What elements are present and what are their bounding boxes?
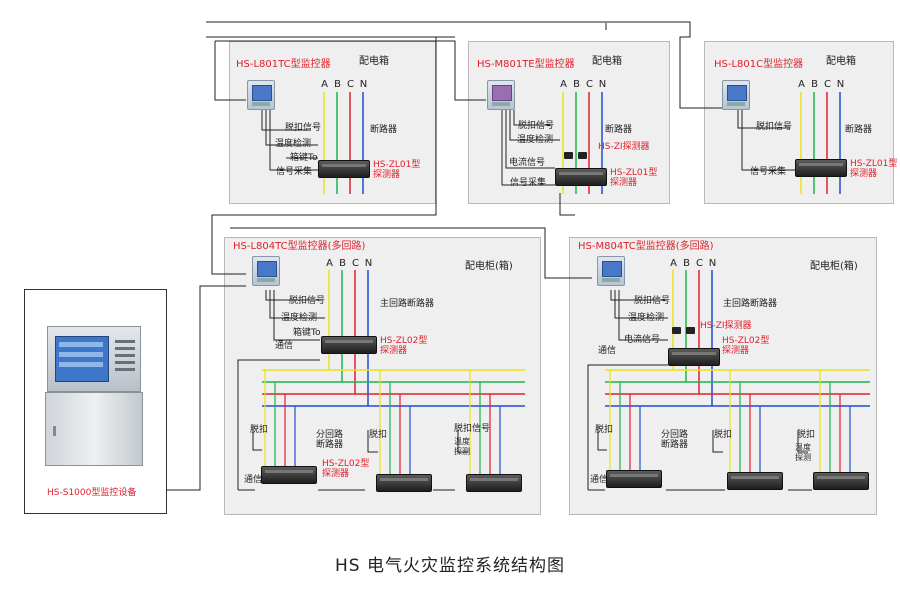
cabinet-panel-3 [704, 41, 894, 204]
box5-sub-trip-2: 脱扣 [714, 430, 733, 440]
box5-sub-comm: 通信 [590, 475, 609, 485]
box4-detector-label: HS-ZL02型 探测器 [380, 336, 428, 356]
box4-monitor-label: HS-L804TC型监控器(多回路) [233, 241, 366, 252]
box4-monitor-icon [252, 256, 280, 286]
box5-monitor-label: HS-M804TC型监控器(多回路) [578, 241, 714, 252]
box5-monitor-icon [597, 256, 625, 286]
box1-probe: 箱键To [290, 153, 318, 163]
station-label: HS-S1000型监控设备 [47, 488, 137, 498]
box5-sub-trip-3: 脱扣 [797, 430, 816, 440]
box1-cabinet-label: 配电箱 [359, 56, 389, 67]
box4-cabinet-label: 配电柜(箱) [465, 261, 513, 272]
box4-detector-icon [321, 336, 377, 354]
box4-sub-detector-icon-2 [376, 474, 432, 492]
box5-temp-detect: 温度检测 [628, 313, 665, 323]
box2-trip-signal: 脱扣信号 [518, 121, 555, 131]
box5-sub-detector-icon-1 [606, 470, 662, 488]
box3-monitor-label: HS-L801C型监控器 [714, 59, 804, 70]
box3-breaker: 断路器 [845, 125, 873, 135]
box2-temp-detect: 温度检测 [517, 135, 554, 145]
box4-probe: 箱键To [293, 328, 321, 338]
box5-sub-breaker: 分回路 断路器 [661, 430, 689, 450]
box4-sub-detector-icon-3 [466, 474, 522, 492]
box2-breaker: 断路器 [605, 125, 633, 135]
box4-temp-detect: 温度检测 [281, 313, 318, 323]
box2-collect: 信号采集 [510, 178, 547, 188]
box3-detector-icon [795, 159, 847, 177]
box5-comm: 通信 [598, 346, 617, 356]
box4-sub-comm: 通信 [244, 475, 263, 485]
box1-detector-icon [318, 160, 370, 178]
box5-sub-detector-icon-2 [727, 472, 783, 490]
box5-ct-icon [672, 327, 681, 334]
box5-detector-label: HS-ZL02型 探测器 [722, 336, 770, 356]
box2-detector-icon [555, 168, 607, 186]
box4-sub-detector-icon-1 [261, 466, 317, 484]
box5-zi-label: HS-ZI探测器 [700, 321, 752, 331]
box3-monitor-icon [722, 80, 750, 110]
box2-monitor-label: HS-M801TE型监控器 [477, 59, 575, 70]
box2-current-signal: 电流信号 [509, 158, 546, 168]
box3-trip-signal: 脱扣信号 [756, 122, 793, 132]
box4-main-breaker: 主回路断路器 [380, 299, 435, 309]
box1-monitor-label: HS-L801TC型监控器 [236, 59, 331, 70]
box2-monitor-icon [487, 80, 515, 110]
box4-sub-temp: 温度 探测 [454, 437, 470, 456]
box4-sub-breaker: 分回路 断路器 [316, 430, 344, 450]
box1-breaker: 断路器 [370, 125, 398, 135]
box4-trip-signal: 脱扣信号 [289, 296, 326, 306]
box2-detector-label: HS-ZL01型 探测器 [610, 168, 658, 188]
box2-cabinet-label: 配电箱 [592, 56, 622, 67]
box4-sub-trip-3: 脱扣信号 [454, 424, 491, 434]
box4-sub-trip-2: 脱扣 [369, 430, 388, 440]
box5-trip-signal: 脱扣信号 [634, 296, 671, 306]
box5-sub-detector-icon-3 [813, 472, 869, 490]
station-console-icon [45, 326, 143, 466]
diagram-title: HS 电气火灾监控系统结构图 [335, 556, 565, 576]
box5-main-breaker: 主回路断路器 [723, 299, 778, 309]
box3-collect: 信号采集 [750, 167, 787, 177]
box5-sub-temp: 温度 探测 [795, 443, 811, 462]
box4-sub-detector-label: HS-ZL02型 探测器 [322, 459, 370, 479]
box1-monitor-icon [247, 80, 275, 110]
box5-detector-icon [668, 348, 720, 366]
box2-ct-icon-2 [578, 152, 587, 159]
box5-ct-icon-2 [686, 327, 695, 334]
box4-sub-trip: 脱扣 [250, 425, 269, 435]
box2-zi-label: HS-ZI探测器 [598, 142, 650, 152]
box1-detector-label: HS-ZL01型 探测器 [373, 160, 421, 180]
box5-cabinet-label: 配电柜(箱) [810, 261, 858, 272]
box1-collect: 信号采集 [276, 167, 313, 177]
box3-cabinet-label: 配电箱 [826, 56, 856, 67]
box5-sub-trip: 脱扣 [595, 425, 614, 435]
box4-comm: 通信 [275, 341, 294, 351]
box1-temp-detect: 温度检测 [275, 139, 312, 149]
box5-current-signal: 电流信号 [624, 335, 661, 345]
box3-detector-label: HS-ZL01型 探测器 [850, 159, 898, 179]
box1-trip-signal: 脱扣信号 [285, 123, 322, 133]
box2-ct-icon [564, 152, 573, 159]
